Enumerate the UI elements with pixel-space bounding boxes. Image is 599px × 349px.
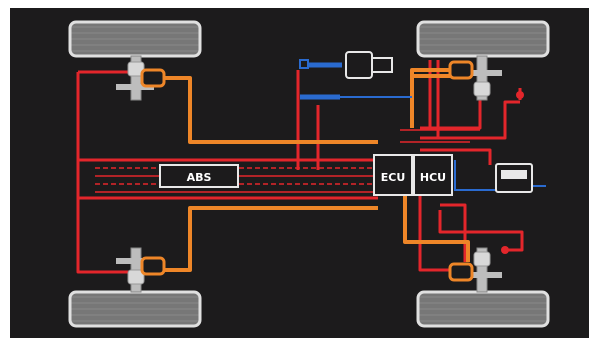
tire-icon — [68, 290, 202, 328]
brake-caliper-icon — [140, 68, 166, 88]
signal-line-rl — [160, 206, 378, 272]
wheel-sensor-icon — [127, 269, 145, 285]
tire-rear-left — [68, 290, 202, 328]
brake-caliper-icon — [448, 60, 474, 80]
axle-icon — [476, 55, 488, 101]
tire-icon — [416, 20, 550, 58]
ecu-module: ECU — [373, 154, 413, 196]
master-cylinder-body — [371, 57, 393, 73]
pressure-sensor-icon — [501, 246, 509, 254]
ecu-box — [373, 154, 413, 196]
wheel-sensor-icon — [473, 251, 491, 267]
hub-bar — [464, 272, 502, 278]
tire-front-right — [416, 20, 550, 58]
pedal-sensor-icon — [299, 59, 309, 69]
hub-bar — [116, 84, 154, 90]
brake-line-rr-c — [418, 190, 455, 272]
control-lines — [300, 62, 546, 191]
master-cylinder — [345, 51, 393, 79]
axle-icon — [476, 247, 488, 293]
brake-line-fr-a — [420, 96, 482, 130]
control-line-4 — [454, 160, 546, 191]
tire-icon — [68, 20, 202, 58]
brake-line-fr-b — [420, 100, 520, 140]
tire-icon — [416, 290, 550, 328]
hub-front-right — [448, 55, 502, 101]
pressure-sensor-icon — [516, 91, 524, 99]
brake-caliper-icon — [448, 262, 474, 282]
signal-line-fr — [410, 68, 455, 128]
tire-rear-right — [416, 290, 550, 328]
hcu-module: HCU — [413, 154, 453, 196]
ecu-label: ECU — [381, 171, 406, 184]
signal-line-rr — [403, 195, 470, 262]
abs-module: ABS — [159, 164, 239, 188]
tire-front-left — [68, 20, 202, 58]
master-cylinder-icon — [345, 51, 373, 79]
abs-box — [159, 164, 239, 188]
hcu-label: HCU — [420, 171, 446, 184]
hub-rear-left — [116, 247, 166, 293]
wheel-sensor-icon — [473, 81, 491, 97]
brake-line-res — [420, 148, 492, 165]
brake-caliper-icon — [140, 256, 166, 276]
hcu-box — [413, 154, 453, 196]
hub-front-left — [116, 55, 166, 101]
reservoir-window — [501, 170, 527, 179]
hub-bar — [464, 70, 502, 76]
abs-label: ABS — [187, 171, 212, 184]
brake-line-rr-a — [438, 210, 524, 252]
signal-line-fl — [160, 76, 378, 144]
hub-rear-right — [448, 247, 502, 293]
hub-bar — [116, 258, 154, 264]
reservoir — [495, 163, 533, 193]
